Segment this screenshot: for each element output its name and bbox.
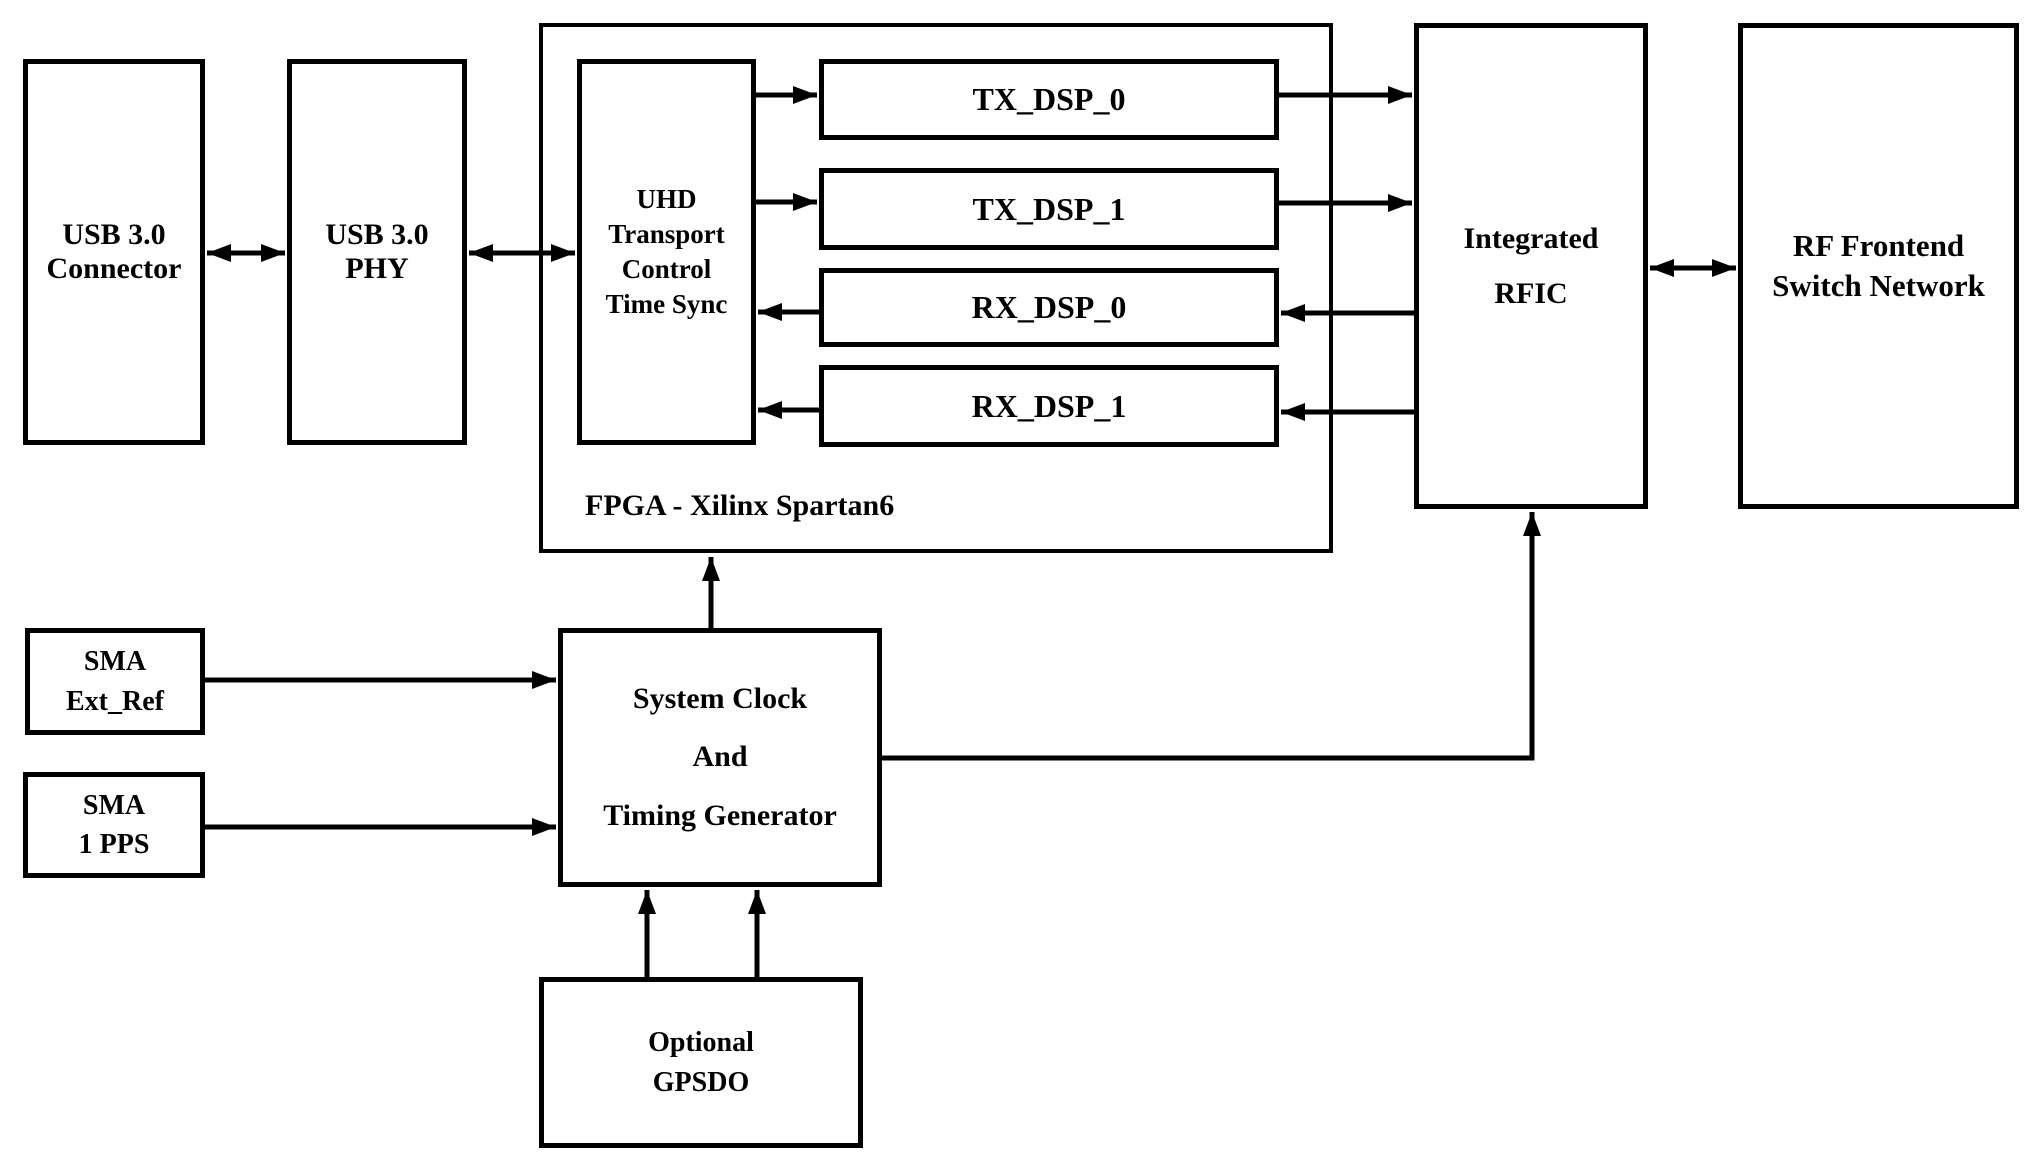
- rf-frontend-label-1: RF Frontend: [1792, 227, 1965, 263]
- tx-dsp-1-block: TX_DSP_1: [819, 168, 1279, 250]
- tx-dsp-0-block: TX_DSP_0: [819, 59, 1279, 140]
- rx-dsp-1-label: RX_DSP_1: [971, 387, 1127, 424]
- system-clock-label-3: Timing Generator: [603, 798, 837, 832]
- rx-dsp-0-block: RX_DSP_0: [819, 268, 1279, 347]
- usb-phy-label: USB 3.0: [325, 218, 429, 252]
- uhd-label-2: Transport: [608, 218, 725, 249]
- rfic-label-1: Integrated: [1463, 221, 1599, 255]
- tx-dsp-0-label: TX_DSP_0: [972, 81, 1126, 117]
- rx-dsp-1-block: RX_DSP_1: [819, 365, 1279, 447]
- sma-1pps-label-2: 1 PPS: [78, 829, 150, 860]
- rf-frontend-switch-network-block: RF Frontend Switch Network: [1738, 23, 2019, 509]
- optional-gpsdo-block: Optional GPSDO: [539, 977, 863, 1148]
- uhd-transport-block: UHD Transport Control Time Sync: [577, 59, 756, 445]
- sma-ext-ref-block: SMA Ext_Ref: [25, 628, 205, 735]
- sma-1pps-block: SMA 1 PPS: [23, 772, 205, 878]
- usb-phy-label-2: PHY: [345, 252, 409, 285]
- uhd-label-3: Control: [621, 254, 712, 284]
- rfic-label-2: RFIC: [1494, 277, 1568, 310]
- system-clock-timing-generator-block: System Clock And Timing Generator: [558, 628, 882, 887]
- sma-ext-ref-label-2: Ext_Ref: [66, 685, 164, 717]
- uhd-label-1: UHD: [636, 183, 697, 214]
- usb-phy-block: USB 3.0 PHY: [287, 59, 467, 445]
- usb-connector-label: USB 3.0: [62, 218, 166, 252]
- gpsdo-label-2: GPSDO: [652, 1066, 750, 1098]
- system-clock-label-2: And: [692, 740, 748, 774]
- uhd-label-4: Time Sync: [605, 289, 728, 320]
- usb-connector-block: USB 3.0 Connector: [23, 59, 205, 445]
- usb-connector-label-2: Connector: [46, 252, 182, 285]
- sma-1pps-label-1: SMA: [82, 789, 146, 821]
- gpsdo-label-1: Optional: [648, 1027, 754, 1059]
- rx-dsp-0-label: RX_DSP_0: [971, 289, 1127, 325]
- fpga-label: FPGA - Xilinx Spartan6: [585, 489, 895, 522]
- sma-ext-ref-label-1: SMA: [83, 646, 147, 678]
- integrated-rfic-block: Integrated RFIC: [1414, 23, 1648, 509]
- system-clock-label-1: System Clock: [632, 681, 808, 715]
- rf-frontend-label-2: Switch Network: [1772, 268, 1985, 303]
- tx-dsp-1-label: TX_DSP_1: [972, 190, 1126, 227]
